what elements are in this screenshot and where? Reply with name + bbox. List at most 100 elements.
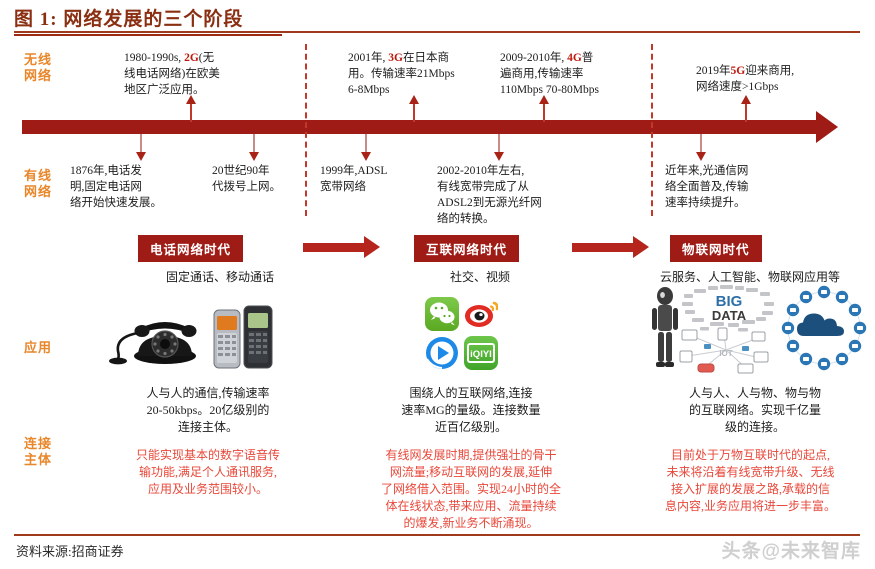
tick-up-arrow-icon (539, 95, 549, 104)
subject-text-era3-line1: 目前处于万物互联时代的起点, (670, 448, 830, 462)
wireless-note-2g-line2: 线电话网络)在欧美 (124, 68, 220, 80)
robot-icon (652, 287, 678, 367)
era-subtitle-internet: 社交、视频 (449, 270, 510, 284)
tick-down-arrow-icon (696, 152, 706, 161)
wired-note-dialup-line1: 20世纪90年 (212, 165, 270, 177)
app-caption-era1-line3: 连接主体。 (177, 420, 238, 434)
subject-text-era1-line3: 应用及业务范围较小。 (147, 482, 268, 496)
subject-text-era2: 有线网发展时期,提供强壮的骨干 网流量;移动互联网的发展,延伸 了网络借入范围。… (340, 447, 602, 532)
wired-note-adsl: 1999年,ADSL 宽带网络 (320, 163, 430, 195)
wireless-note-4g-prefix: 2009-2010年, (500, 52, 565, 64)
era1-imagery (108, 300, 308, 370)
wireless-note-3g-prefix: 2001年, (348, 52, 386, 64)
youku-icon (425, 336, 459, 370)
tick-up-arrow-icon (186, 95, 196, 104)
timeline-arrowhead-icon (816, 111, 838, 143)
tick-up-arrow-icon (409, 95, 419, 104)
wired-note-1876-line2: 明,固定电话网 (70, 181, 142, 193)
app-caption-era3-line1: 人与人、人与物、物与物 (688, 386, 821, 400)
era-chip-telephone[interactable]: 电话网络时代 (138, 235, 244, 262)
row-label-wired-line1: 有线 (24, 168, 53, 183)
wired-note-fiber-line1: 2002-2010年左右, (437, 165, 525, 177)
wired-note-1876-line1: 1876年,电话发 (70, 165, 142, 177)
subject-text-era3: 目前处于万物互联时代的起点, 未来将沿着有线宽带升级、无线 接入扩展的发展之路,… (628, 447, 873, 515)
wireless-note-2g-rest: (无 (198, 52, 215, 64)
timeline-tick-up-3g (409, 95, 419, 122)
wired-note-optical-line1: 近年来,光通信网 (665, 165, 749, 177)
wireless-note-5g: 2019年5G迎来商用, 网络速度>1Gbps (696, 63, 875, 95)
wireless-note-3g-highlight: 3G (388, 52, 403, 64)
subject-text-era1-line1: 只能实现基本的数字语音传 (135, 448, 280, 462)
era-chip-internet[interactable]: 互联网络时代 (414, 235, 520, 262)
big-data-wordcloud-icon: BIG DATA (682, 285, 774, 332)
era-arrow-2 (572, 236, 649, 258)
wireless-note-5g-prefix: 2019年 (696, 65, 731, 77)
wireless-note-5g-highlight: 5G (730, 65, 746, 77)
wireless-note-2g-line3: 地区广泛应用。 (124, 84, 205, 96)
tick-down-arrow-icon (361, 152, 371, 161)
weibo-icon (464, 297, 498, 331)
wireless-note-5g-line2: 网络速度>1Gbps (696, 81, 779, 93)
era-chip-iot[interactable]: 物联网时代 (670, 235, 762, 262)
tick-up-arrow-icon (741, 95, 751, 104)
wired-note-adsl-line2: 宽带网络 (320, 181, 366, 193)
wired-note-fiber-line4: 络的转换。 (437, 213, 495, 225)
iot-label: IOT (719, 349, 732, 358)
phase-divider-1 (305, 44, 307, 216)
subject-text-era2-line5: 的爆发,新业务不断涌现。 (403, 516, 539, 530)
wired-note-fiber: 2002-2010年左右, 有线宽带完成了从 ADSL2到无源光纤网 络的转换。 (437, 163, 587, 227)
app-caption-era2-line2: 速率MG的量级。连接数量 (401, 403, 541, 417)
wireless-note-2g-highlight: 2G (184, 52, 199, 64)
subject-text-era3-line4: 息内容,业务应用将进一步丰富。 (664, 499, 836, 513)
era-subtitle-telephone: 固定通话、移动通话 (165, 270, 274, 284)
app-caption-era2: 围绕人的互联网络,连接 速率MG的量级。连接数量 近百亿级别。 (346, 385, 596, 436)
wireless-note-4g-line2: 遍商用,传输速率 (500, 68, 584, 80)
footer-divider (14, 534, 860, 536)
subject-text-era2-line1: 有线网发展时期,提供强壮的骨干 (385, 448, 557, 462)
wired-note-1876-line3: 络开始快速发展。 (70, 197, 162, 209)
timeline-tick-down-fiber (494, 134, 504, 161)
wired-note-dialup-line2: 代拨号上网。 (212, 181, 281, 193)
app-caption-era1-line2: 20-50kbps。20亿级别的 (146, 403, 270, 417)
timeline-bar (22, 120, 822, 134)
phase-divider-2 (651, 44, 653, 216)
subject-text-era2-line3: 了网络借入范围。实现24小时的全 (380, 482, 561, 496)
timeline-tick-down-1876 (136, 134, 146, 161)
wireless-note-4g-line3: 110Mbps 70-80Mbps (500, 84, 599, 96)
tick-down-arrow-icon (136, 152, 146, 161)
wired-note-adsl-line1: 1999年,ADSL (320, 165, 388, 177)
wechat-icon (425, 297, 459, 331)
wireless-note-3g-line3: 6-8Mbps (348, 84, 390, 96)
wired-note-dialup: 20世纪90年 代拨号上网。 (212, 163, 312, 195)
row-label-wireless-line2: 网络 (24, 68, 53, 83)
source-note: 资料来源:招商证券 (16, 544, 124, 559)
tick-down-arrow-icon (494, 152, 504, 161)
era-subtitle-iot: 云服务、人工智能、物联网应用等 (659, 270, 840, 284)
timeline-tick-down-adsl (361, 134, 371, 161)
era3-imagery: BIG DATA IOT (648, 282, 873, 374)
timeline-tick-up-2g (186, 95, 196, 122)
app-caption-era3: 人与人、人与物、物与物 的互联网络。实现千亿量 级的连接。 (640, 385, 870, 436)
page-title: 图 1: 网络发展的三个阶段 (14, 9, 244, 30)
arrow-head-icon (364, 236, 380, 258)
cloud-shape-icon (797, 313, 844, 336)
row-label-wired-line2: 网络 (24, 184, 53, 199)
subject-text-era1-line2: 输功能,满足个人通讯服务, (138, 465, 277, 479)
bigdata-word-big: BIG (716, 293, 743, 310)
row-label-wireless: 无线 网络 (24, 52, 52, 84)
subject-text-era3-line3: 接入扩展的发展之路,承载的信 (670, 482, 830, 496)
row-label-subject-line2: 主体 (24, 452, 53, 467)
wireless-note-3g-rest: 在日本商 (402, 52, 449, 64)
watermark: 头条@未来智库 (721, 541, 861, 562)
era-arrow-1 (303, 236, 380, 258)
wired-note-optical: 近年来,光通信网 络全面普及,传输 速率持续提升。 (665, 163, 795, 211)
timeline-tick-down-dialup (249, 134, 259, 161)
app-caption-era1-line1: 人与人的通信,传输速率 (146, 386, 270, 400)
wireless-note-4g-rest: 普 (581, 52, 594, 64)
wired-note-1876: 1876年,电话发 明,固定电话网 络开始快速发展。 (70, 163, 190, 211)
timeline-tick-up-5g (741, 95, 751, 122)
bigdata-word-data: DATA (712, 308, 747, 323)
wired-note-optical-line2: 络全面普及,传输 (665, 181, 749, 193)
tick-down-arrow-icon (249, 152, 259, 161)
era2-app-icons: iQIYI (425, 297, 498, 370)
